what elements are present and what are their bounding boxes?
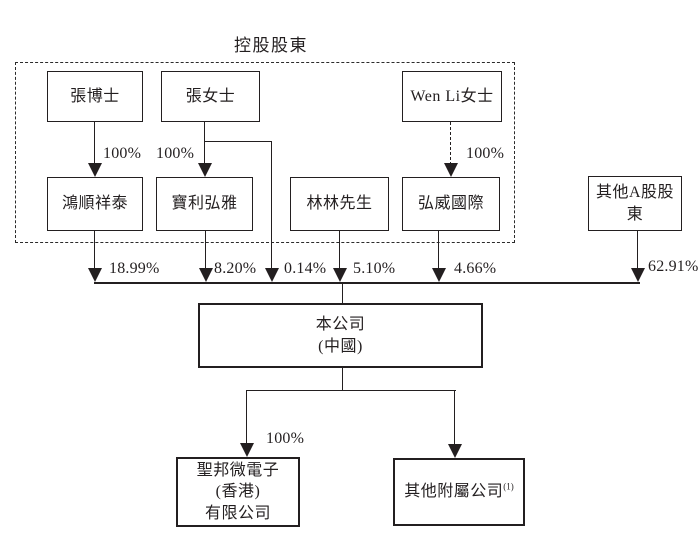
- label-linlin-pct: 5.10%: [353, 260, 396, 277]
- label-hongwei-pct: 4.66%: [454, 260, 497, 277]
- node-other-subsidiaries: 其他附屬公司(1): [393, 458, 525, 526]
- node-company-line2: (中國): [318, 337, 363, 355]
- connector-to-other-subs-down: [454, 389, 456, 445]
- node-company: 本公司 (中國): [198, 303, 483, 368]
- arrowhead-to-other-subsidiaries: [448, 444, 462, 458]
- node-sgmicro-hk-line1: 聖邦微電子: [196, 462, 280, 480]
- node-company-line1: 本公司: [315, 316, 366, 334]
- arrowhead-to-hongshun: [88, 163, 102, 177]
- arrowhead-to-baoli: [198, 163, 212, 177]
- node-linlin: 林林先生: [290, 177, 389, 231]
- arrowhead-other-a-to-company: [631, 268, 645, 282]
- label-other-a-pct: 62.91%: [648, 258, 699, 275]
- arrowhead-baoli-to-company: [199, 268, 213, 282]
- node-sgmicro-hk-line2: (香港): [215, 483, 261, 501]
- node-hongshun-label: 鴻順祥泰: [61, 195, 128, 213]
- label-zhang-lady-direct-pct: 0.14%: [284, 260, 327, 277]
- node-zhang-doctor: 張博士: [47, 71, 143, 122]
- label-wen-li-100pct: 100%: [466, 145, 505, 162]
- node-wen-li: Wen Li女士: [402, 71, 502, 122]
- connector-to-sgmicro-down: [246, 389, 248, 444]
- connector-other-a-down: [637, 231, 639, 269]
- controlling-shareholders-title: 控股股東: [234, 36, 308, 55]
- node-baoli: 寶利弘雅: [156, 177, 253, 231]
- node-zhang-lady-label: 張女士: [185, 87, 236, 105]
- arrowhead-hongwei-to-company: [432, 268, 446, 282]
- connector-linlin-down: [339, 231, 341, 269]
- node-hongshun: 鴻順祥泰: [47, 177, 143, 231]
- connector-company-down: [342, 368, 344, 391]
- node-other-a-shareholders-label: 其他A股股東: [595, 184, 675, 223]
- connector-hongshun-down: [94, 231, 96, 269]
- connector-wen-li-down-dashed: [450, 122, 452, 165]
- connector-zhang-doctor-down: [94, 122, 96, 165]
- arrowhead-zhang-lady-to-company: [265, 268, 279, 282]
- arrowhead-to-hongwei: [444, 163, 458, 177]
- connector-zhang-lady-down: [204, 122, 206, 165]
- node-wen-li-label: Wen Li女士: [410, 87, 494, 105]
- node-zhang-doctor-label: 張博士: [70, 87, 120, 105]
- label-hongshun-pct: 18.99%: [109, 260, 160, 277]
- node-zhang-lady: 張女士: [161, 71, 260, 122]
- label-sgmicro-100pct: 100%: [266, 430, 305, 447]
- node-linlin-label: 林林先生: [306, 195, 373, 213]
- node-other-subsidiaries-text: 其他附屬公司: [404, 483, 504, 501]
- connector-zhang-lady-branch-down: [271, 141, 273, 270]
- node-other-a-shareholders: 其他A股股東: [588, 176, 682, 231]
- note-1-superscript: (1): [503, 482, 514, 493]
- arrowhead-hongshun-to-company: [88, 268, 102, 282]
- connector-baoli-down: [205, 231, 207, 269]
- connector-shareholding-bus: [94, 281, 640, 284]
- connector-bus-to-company: [342, 283, 344, 303]
- controlling-shareholders-group-box: [15, 62, 515, 243]
- label-zhang-lady-100pct: 100%: [156, 145, 195, 162]
- node-hongwei-label: 弘威國際: [417, 195, 484, 213]
- connector-subsidiaries-branch: [246, 389, 456, 391]
- label-baoli-pct: 8.20%: [214, 260, 257, 277]
- node-other-subsidiaries-label: 其他附屬公司(1): [404, 481, 514, 502]
- node-sgmicro-hk: 聖邦微電子 (香港) 有限公司: [176, 457, 300, 527]
- node-hongwei: 弘威國際: [402, 177, 500, 231]
- arrowhead-to-sgmicro-hk: [240, 443, 254, 457]
- node-baoli-label: 寶利弘雅: [171, 195, 238, 213]
- arrowhead-linlin-to-company: [333, 268, 347, 282]
- connector-hongwei-down: [438, 231, 440, 269]
- connector-zhang-lady-branch-horizontal: [204, 141, 273, 143]
- label-zhang-doctor-100pct: 100%: [103, 145, 142, 162]
- node-sgmicro-hk-line3: 有限公司: [204, 504, 271, 522]
